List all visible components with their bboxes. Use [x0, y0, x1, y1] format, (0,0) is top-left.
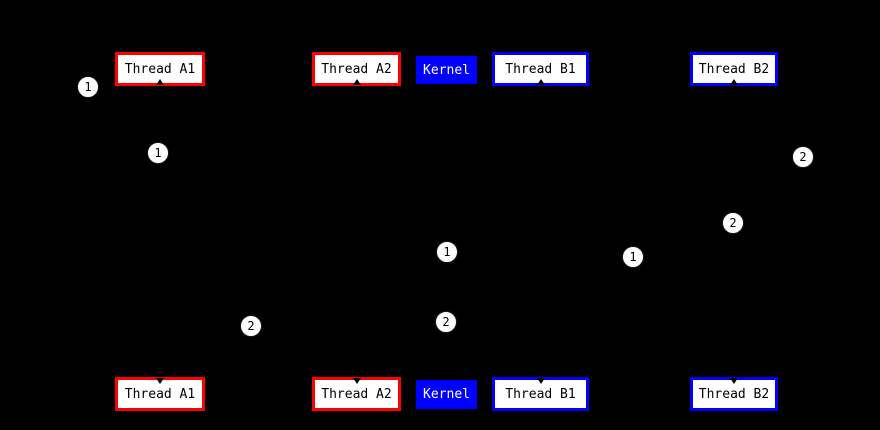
node-label: Thread B2 [698, 61, 770, 77]
node-label: Kernel [423, 62, 470, 78]
node-thread-b2-top: Thread B2 [690, 52, 778, 86]
step-marker-1-upper-left: 1 [77, 76, 99, 98]
step-marker-2-upper-right: 2 [792, 146, 814, 168]
node-label: Thread B1 [505, 386, 576, 402]
node-thread-a2-top: Thread A2 [312, 52, 401, 86]
node-label: Thread B2 [698, 386, 770, 402]
node-thread-b2-bottom: Thread B2 [690, 377, 778, 411]
node-label: Thread B1 [505, 61, 576, 77]
node-label: Kernel [423, 387, 470, 402]
step-marker-2-center-lower: 2 [435, 311, 457, 333]
node-label: Thread A1 [124, 386, 196, 402]
node-kernel-top: Kernel [416, 56, 477, 84]
step-marker-2-below-thread-b2: 2 [722, 212, 744, 234]
step-marker-1-center: 1 [436, 241, 458, 263]
node-label: Thread A2 [321, 386, 392, 402]
step-marker-1-right-center: 1 [622, 246, 644, 268]
node-thread-b1-top: Thread B1 [492, 52, 589, 86]
node-thread-a1-top: Thread A1 [115, 52, 205, 86]
node-thread-a2-bottom: Thread A2 [312, 377, 401, 411]
node-kernel-bottom: Kernel [416, 380, 477, 409]
step-marker-2-lower-left: 2 [240, 315, 262, 337]
node-label: Thread A2 [321, 61, 392, 77]
node-thread-a1-bottom: Thread A1 [115, 377, 205, 411]
node-label: Thread A1 [124, 61, 196, 77]
node-thread-b1-bottom: Thread B1 [492, 377, 589, 411]
step-marker-1-below-thread-a1: 1 [147, 142, 169, 164]
